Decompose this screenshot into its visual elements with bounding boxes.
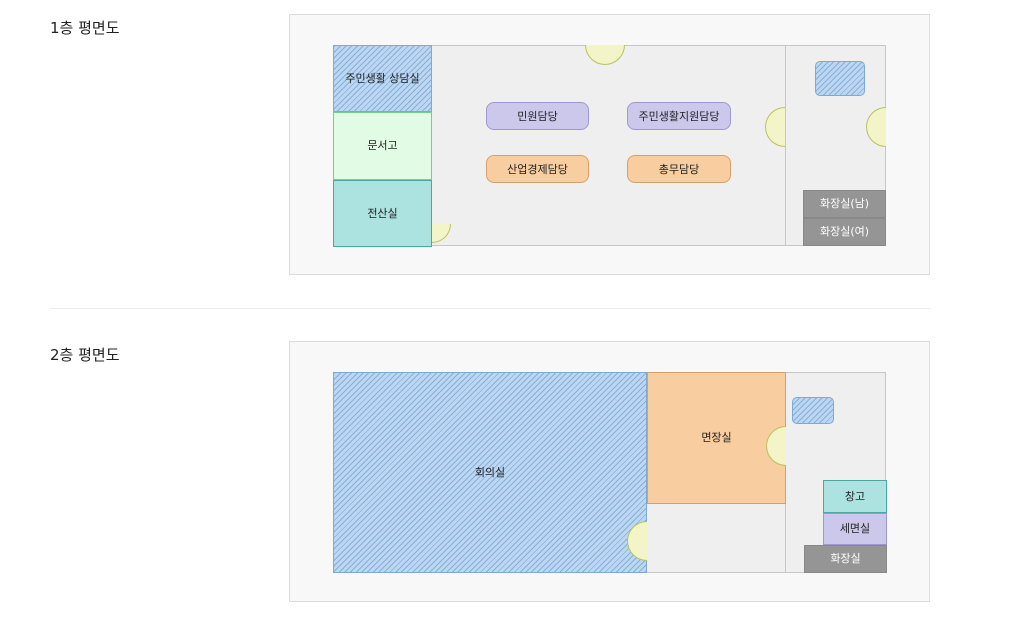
- floor-2-title: 2층 평면도: [50, 346, 120, 364]
- desk-industry: 산업경제담당: [486, 155, 589, 183]
- room-storage: 창고: [823, 480, 887, 513]
- room-wc-men: 화장실(남): [803, 190, 886, 218]
- room-consult: 주민생활 상담실: [333, 45, 432, 112]
- room-chief: 면장실: [647, 372, 786, 504]
- desk-general: 총무담당: [627, 155, 731, 183]
- floor-2-building: 회의실 면장실 창고 세면실 화장실: [333, 372, 887, 573]
- floor-1-stair-block: [815, 61, 865, 96]
- floor-1-corridor-wall: [785, 46, 786, 245]
- floor-2-plan: 회의실 면장실 창고 세면실 화장실: [289, 341, 930, 602]
- room-wc: 화장실: [804, 545, 887, 573]
- floor-1-door-right: [866, 107, 886, 147]
- floor-2-corridor-wall: [785, 504, 786, 572]
- desk-civil: 민원담당: [486, 102, 589, 130]
- floor-1-title: 1층 평면도: [50, 19, 120, 37]
- floor-1-plan: 주민생활 상담실 문서고 전산실 민원담당 주민생활지원담당 산업경제담당 총무…: [289, 14, 930, 275]
- floor-divider: [50, 308, 931, 309]
- desk-welfare: 주민생활지원담당: [627, 102, 731, 130]
- floor-1-door-top: [585, 45, 625, 65]
- floor-1-door-office: [765, 107, 785, 147]
- room-archive: 문서고: [333, 112, 432, 180]
- floor-1-door-computer: [432, 224, 451, 243]
- room-computer: 전산실: [333, 180, 432, 247]
- room-meeting: 회의실: [333, 372, 647, 573]
- room-washroom: 세면실: [823, 513, 887, 545]
- room-wc-women: 화장실(여): [803, 218, 886, 246]
- floor-2-stair-block: [792, 397, 834, 424]
- floor-1-building: 주민생활 상담실 문서고 전산실 민원담당 주민생활지원담당 산업경제담당 총무…: [333, 45, 886, 247]
